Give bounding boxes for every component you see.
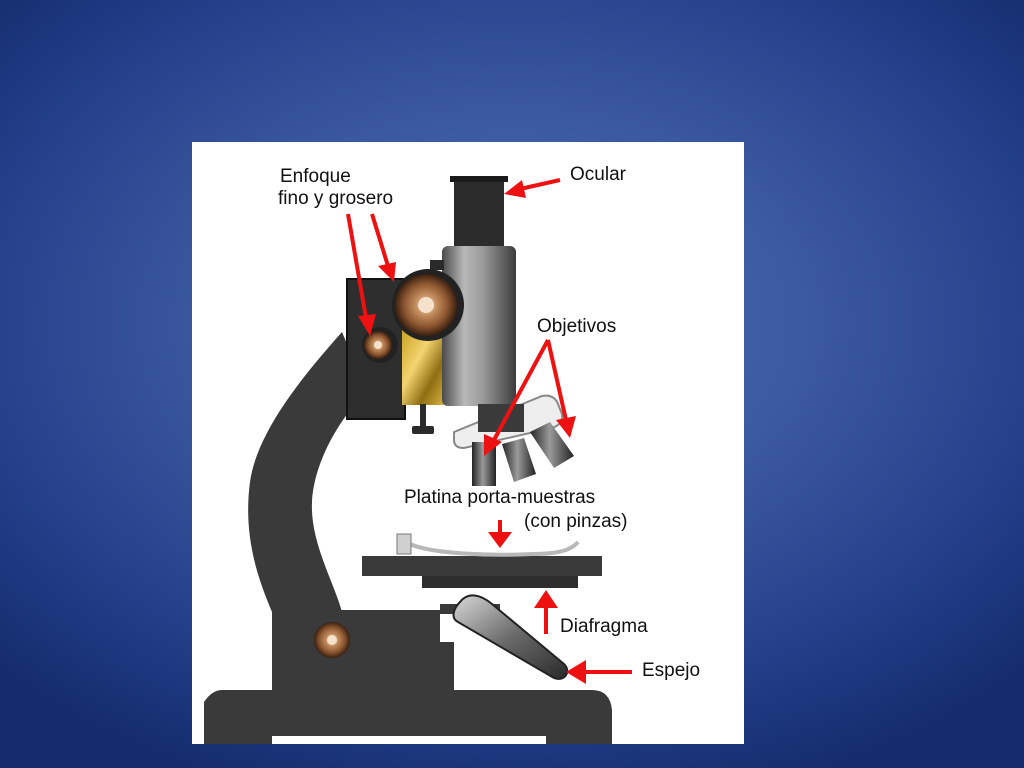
label-ocular: Ocular [570,164,627,185]
coarse-focus-knob [392,269,464,341]
label-diafragma: Diafragma [560,616,648,637]
microscope-tube [430,176,516,406]
label-enfoque-line2: fino y grosero [278,188,393,209]
microscope-pillar [272,610,454,690]
mirror [440,594,569,680]
label-espejo: Espejo [642,660,700,681]
stage [362,533,602,588]
label-platina-line2: (con pinzas) [524,511,628,532]
label-arrows [346,178,632,684]
fine-focus-knob [362,327,398,363]
microscope-base [204,690,612,744]
lower-knob [314,622,350,658]
label-objetivos: Objetivos [537,316,616,337]
microscope-diagram: Enfoque fino y grosero Ocular Objetivos … [192,142,744,744]
label-enfoque-line1: Enfoque [280,166,351,187]
microscope-arm [248,332,367,612]
label-platina-line1: Platina porta-muestras [404,487,595,508]
